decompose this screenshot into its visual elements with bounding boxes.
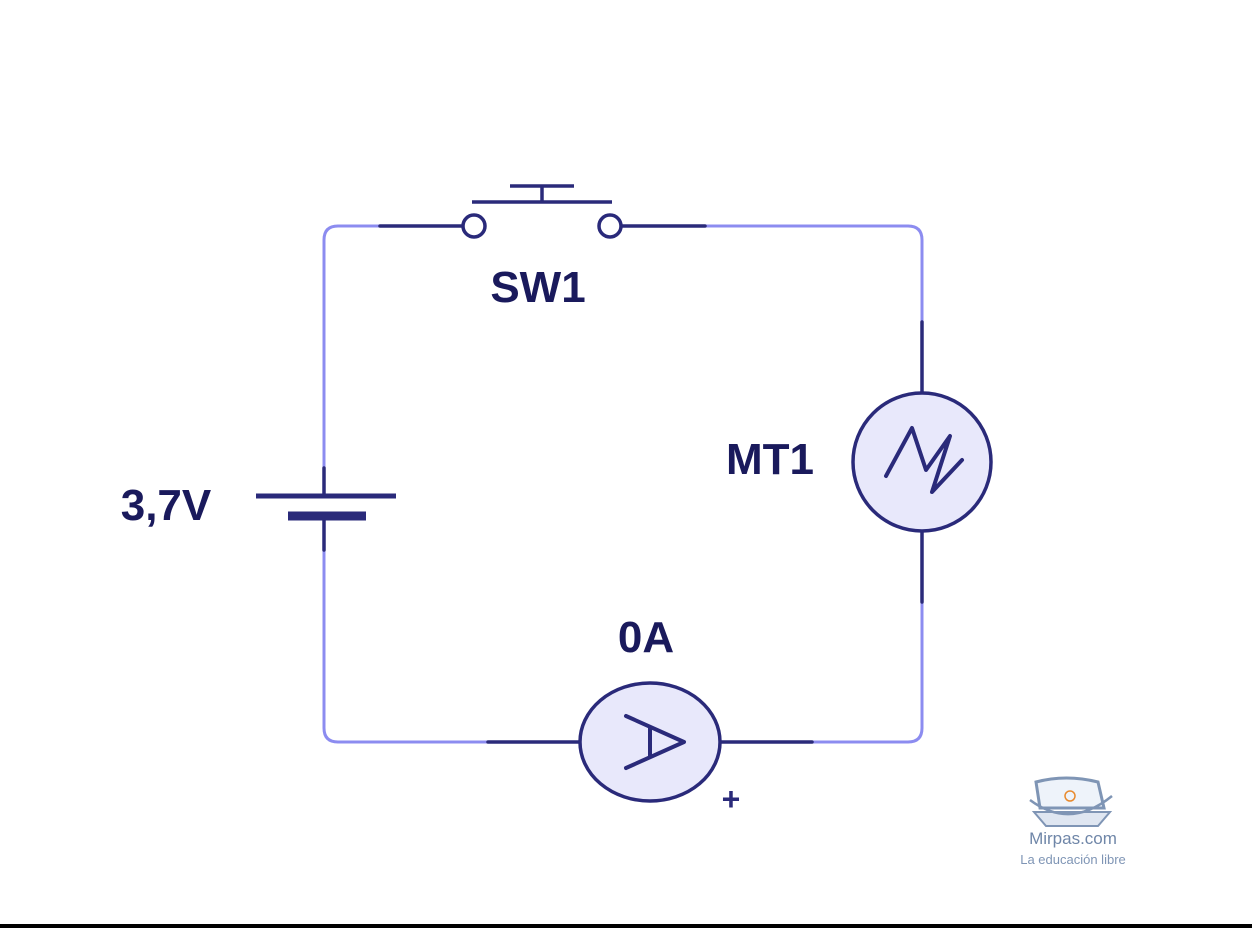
logo-swoosh: [1029, 795, 1113, 816]
battery: [256, 493, 396, 521]
motor-mt1: [851, 391, 993, 533]
ammeter-reading: 0A: [618, 613, 674, 662]
battery-label: 3,7V: [121, 481, 212, 530]
motor-label: MT1: [726, 435, 814, 484]
wire-right-lower: [810, 600, 924, 744]
power-icon: [1064, 790, 1076, 802]
ammeter-a-icon: [624, 714, 686, 770]
laptop-icon: [1034, 776, 1106, 810]
ammeter: [578, 681, 722, 803]
motor-zigzag-icon: [884, 426, 964, 494]
wire-top-right: [703, 224, 924, 324]
switch-sw1: [461, 184, 623, 239]
mirpas-logo: [1029, 776, 1113, 827]
switch-label: SW1: [490, 263, 585, 312]
brand-tagline: La educación libre: [1020, 852, 1126, 867]
wires: [322, 224, 924, 744]
wire-left-upper: [322, 224, 382, 470]
wire-left-lower: [322, 548, 490, 744]
brand-name: Mirpas.com: [1029, 829, 1117, 848]
switch-terminal-left: [461, 213, 487, 239]
switch-terminal-right: [597, 213, 623, 239]
ammeter-plus-sign: +: [722, 781, 741, 817]
leads: [322, 224, 924, 744]
